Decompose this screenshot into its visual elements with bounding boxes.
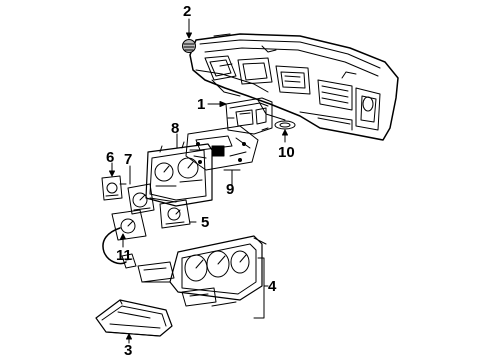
callout-4: 4	[268, 278, 277, 295]
callout-5: 5	[201, 214, 210, 231]
instrument-cluster-face	[145, 141, 213, 207]
arrow-10	[282, 129, 288, 136]
arrow-3	[126, 333, 132, 340]
callout-9: 9	[226, 181, 235, 198]
callout-11: 11	[116, 247, 132, 264]
arrow-2	[186, 32, 192, 39]
dashboard-panel	[189, 33, 399, 141]
callout-10: 10	[278, 144, 295, 161]
speedometer-head	[111, 209, 147, 241]
part-7-gauge	[127, 183, 155, 215]
callout-7: 7	[124, 151, 133, 168]
bracket-4	[253, 257, 265, 319]
callout-1: 1	[197, 96, 206, 113]
part-6-gauge	[101, 175, 127, 201]
arrow-11	[120, 233, 126, 240]
arrow-1	[219, 101, 227, 107]
part-2-cap	[182, 39, 196, 53]
part-3-lens-cover	[95, 299, 173, 337]
part-5-gauge	[159, 199, 191, 229]
part-11-cable	[102, 227, 137, 269]
callout-8: 8	[171, 120, 180, 137]
arrow-6	[109, 170, 115, 177]
part-4-bezel-assembly	[137, 235, 267, 307]
callout-2: 2	[183, 3, 192, 20]
part-1-cluster-housing	[225, 97, 273, 135]
callout-6: 6	[106, 149, 115, 166]
callout-3: 3	[124, 342, 133, 359]
part-10-clip	[274, 120, 296, 130]
